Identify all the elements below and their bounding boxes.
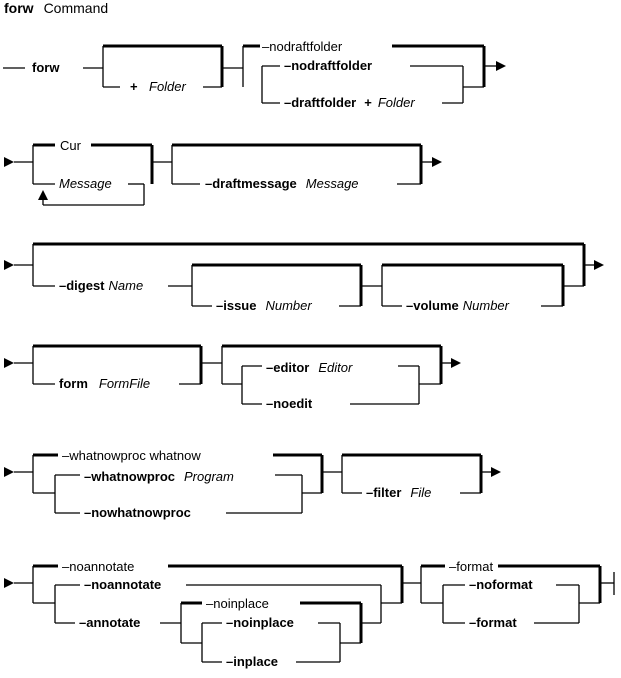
continue-arrow-icon xyxy=(4,467,14,477)
repeat-arrow-icon xyxy=(38,190,48,200)
svg-text:–volume Number: –volume Number xyxy=(406,297,510,314)
whatnowproc-flag: –whatnowproc xyxy=(84,469,175,484)
noinplace-flag: –noinplace xyxy=(226,615,294,630)
filter-flag: –filter xyxy=(366,485,401,500)
row-1-syntax: forw + Folder –nodraftfolder –nodraftfol… xyxy=(3,39,506,111)
whatnowproc-default: –whatnowproc whatnow xyxy=(62,448,201,463)
format-default: –format xyxy=(449,559,493,574)
nodraftfolder-flag: –nodraftfolder xyxy=(284,58,372,73)
draftmessage-flag: –draftmessage xyxy=(205,176,297,191)
svg-text:–issue Number: –issue Number xyxy=(216,297,312,314)
issue-flag: –issue xyxy=(216,298,256,313)
command-forw: forw xyxy=(32,60,60,75)
noformat-flag: –noformat xyxy=(469,577,533,592)
draftfolder-plus: + xyxy=(364,95,372,110)
annotate-flag: –annotate xyxy=(79,615,140,630)
svg-text:–draftmessage Message: –draftmessage Message xyxy=(205,175,359,192)
folder-param: Folder xyxy=(149,79,187,94)
whatnowproc-param: Program xyxy=(184,469,234,484)
digest-flag: –digest xyxy=(59,278,105,293)
noannotate-default: –noannotate xyxy=(62,559,134,574)
editor-flag: –editor xyxy=(266,360,309,375)
row-3-syntax: –digest Name –issue Number –volume Numbe… xyxy=(4,242,604,314)
continue-arrow-icon xyxy=(496,61,506,71)
folder-plus: + xyxy=(130,79,138,94)
volume-flag: –volume xyxy=(406,298,459,313)
continue-arrow-icon xyxy=(594,260,604,270)
inplace-flag: –inplace xyxy=(226,654,278,669)
draftfolder-flag: –draftfolder xyxy=(284,95,356,110)
noedit-flag: –noedit xyxy=(266,396,313,411)
continue-arrow-icon xyxy=(4,157,14,167)
message-param: Message xyxy=(59,176,112,191)
continue-arrow-icon xyxy=(491,467,501,477)
continue-arrow-icon xyxy=(432,157,442,167)
form-param: FormFile xyxy=(99,376,150,391)
continue-arrow-icon xyxy=(4,358,14,368)
title-word: Command xyxy=(44,0,109,16)
svg-text:–editor Editor: –editor Editor xyxy=(266,359,353,376)
svg-text:–draftfolder + Fol: –draftfolder + Folder xyxy=(284,94,415,111)
noannotate-flag: –noannotate xyxy=(84,577,161,592)
cur-default: Cur xyxy=(60,138,82,153)
row-4-syntax: form FormFile –editor Editor –noedit xyxy=(4,344,461,411)
continue-arrow-icon xyxy=(451,358,461,368)
row-2-syntax: Cur Message –draftmessage Message xyxy=(4,138,442,206)
volume-param: Number xyxy=(463,298,510,313)
svg-text:–digest Name: –digest Name xyxy=(59,277,143,294)
digest-param: Name xyxy=(109,278,144,293)
noinplace-default: –noinplace xyxy=(206,596,269,611)
nodraftfolder-default: –nodraftfolder xyxy=(262,39,343,54)
continue-arrow-icon xyxy=(4,260,14,270)
draftmessage-param: Message xyxy=(306,176,359,191)
row-6-syntax: –noannotate –noannotate –annotate –noinp… xyxy=(4,559,615,669)
continue-arrow-icon xyxy=(4,578,14,588)
svg-text:–whatnowproc Program: –whatnowproc Program xyxy=(84,468,234,485)
row-5-syntax: –whatnowproc whatnow –whatnowproc Progra… xyxy=(4,448,501,520)
draftfolder-param: Folder xyxy=(378,95,416,110)
issue-param: Number xyxy=(265,298,312,313)
format-flag: –format xyxy=(469,615,517,630)
title-command: forw xyxy=(4,0,34,16)
editor-param: Editor xyxy=(318,360,353,375)
form-flag: form xyxy=(59,376,88,391)
nowhatnowproc-flag: –nowhatnowproc xyxy=(84,505,191,520)
svg-text:form FormFile: form FormFile xyxy=(59,375,150,392)
filter-param: File xyxy=(410,485,431,500)
svg-text:–filter File: –filter File xyxy=(366,484,431,501)
svg-text:forw Command: forw Command xyxy=(4,0,108,17)
